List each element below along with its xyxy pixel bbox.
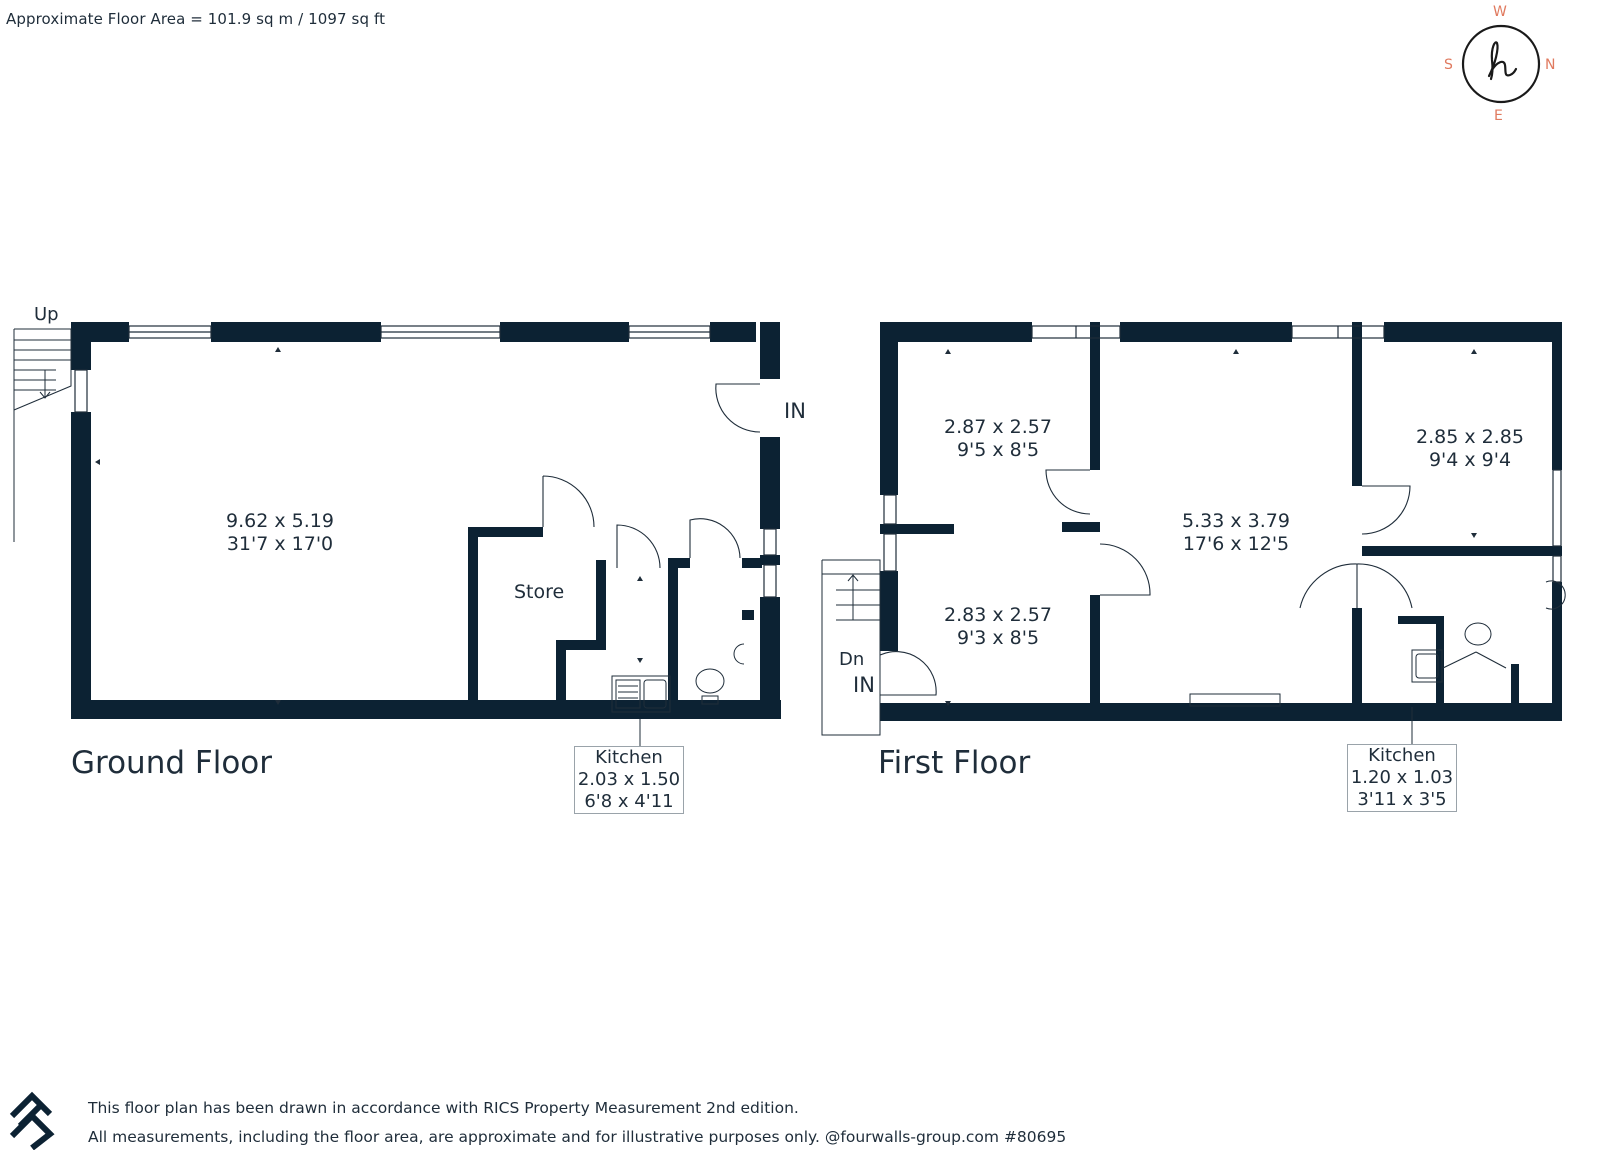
first-room-center-ft: 17'6 x 12'5 xyxy=(1182,533,1290,555)
first-in-label: IN xyxy=(853,673,875,697)
first-room-tl-dims: 2.87 x 2.57 9'5 x 8'5 xyxy=(944,416,1052,462)
ground-kitchen-box: Kitchen 2.03 x 1.50 6'8 x 4'11 xyxy=(574,746,684,814)
ground-in-label: IN xyxy=(784,399,806,423)
first-floor-title: First Floor xyxy=(878,745,1031,781)
ground-floor-title: Ground Floor xyxy=(71,745,273,781)
compass-n: N xyxy=(1545,57,1556,73)
first-kitchen-box: Kitchen 1.20 x 1.03 3'11 x 3'5 xyxy=(1347,744,1457,812)
footer-line-2: All measurements, including the floor ar… xyxy=(88,1128,1067,1146)
first-room-tr-m: 2.85 x 2.85 xyxy=(1416,426,1524,448)
first-room-tr-dims: 2.85 x 2.85 9'4 x 9'4 xyxy=(1416,426,1524,472)
ground-kitchen-name: Kitchen xyxy=(595,747,663,768)
first-kitchen-ft: 3'11 x 3'5 xyxy=(1357,789,1447,810)
store-label: Store xyxy=(514,581,565,603)
compass-e: E xyxy=(1494,108,1503,124)
ground-main-room-m: 9.62 x 5.19 xyxy=(226,510,334,532)
first-room-tr-ft: 9'4 x 9'4 xyxy=(1428,449,1512,471)
ground-kitchen-m: 2.03 x 1.50 xyxy=(577,769,681,790)
first-room-center-dims: 5.33 x 3.79 17'6 x 12'5 xyxy=(1182,510,1290,556)
compass-s: S xyxy=(1444,57,1453,73)
first-dn-label: Dn xyxy=(839,649,865,670)
first-room-bl-m: 2.83 x 2.57 xyxy=(944,604,1052,626)
footer-line-1: This floor plan has been drawn in accord… xyxy=(88,1099,799,1117)
compass: W N S E xyxy=(1440,4,1570,128)
first-room-bl-ft: 9'3 x 8'5 xyxy=(956,627,1040,649)
brand-logo-icon xyxy=(6,1086,56,1151)
compass-icon xyxy=(1461,24,1541,104)
compass-w: W xyxy=(1493,4,1507,20)
ground-kitchen-ft: 6'8 x 4'11 xyxy=(584,791,674,812)
first-room-tl-ft: 9'5 x 8'5 xyxy=(956,439,1040,461)
ground-main-room-dims: 9.62 x 5.19 31'7 x 17'0 xyxy=(226,510,334,556)
ground-up-label: Up xyxy=(34,304,59,325)
first-room-center-m: 5.33 x 3.79 xyxy=(1182,510,1290,532)
first-room-tl-m: 2.87 x 2.57 xyxy=(944,416,1052,438)
first-room-bl-dims: 2.83 x 2.57 9'3 x 8'5 xyxy=(944,604,1052,650)
floor-area-text: Approximate Floor Area = 101.9 sq m / 10… xyxy=(6,10,386,28)
first-kitchen-m: 1.20 x 1.03 xyxy=(1350,767,1454,788)
first-kitchen-name: Kitchen xyxy=(1368,745,1436,766)
ground-main-room-ft: 31'7 x 17'0 xyxy=(226,533,334,555)
